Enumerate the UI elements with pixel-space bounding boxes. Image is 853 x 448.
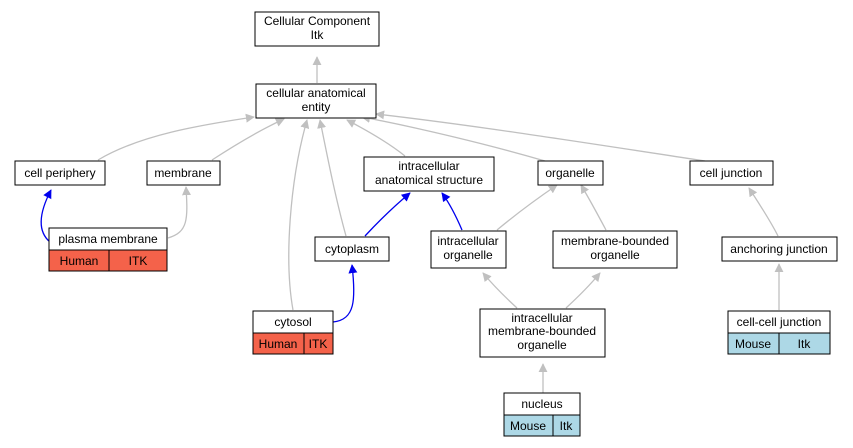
node-nucleus-label: nucleus [521,397,562,411]
node-organelle-label: organelle [545,166,595,180]
edge-cytosol-cytoplasm [332,264,358,323]
node-intracellular-membrane-bounded-organelle[interactable]: intracellular membrane-bounded organelle [479,308,606,358]
node-mbo-label-1: membrane-bounded [561,234,669,248]
node-plasma-membrane[interactable]: plasma membrane [48,227,168,251]
tag-cytosol-human-label: Human [259,337,298,351]
tag-cytosol-human: Human [252,332,305,355]
edge-plasma-periphery [40,189,52,243]
node-cell-periphery[interactable]: cell periphery [14,160,106,186]
tag-cell-cell-junction-gene-label: Itk [798,337,812,351]
edge-periphery-cae [97,113,255,161]
node-imbo-label-3: organelle [517,338,567,352]
node-membrane-bounded-organelle[interactable]: membrane-bounded organelle [552,230,678,269]
node-anchoring-junction[interactable]: anchoring junction [721,236,838,262]
tag-plasma-membrane-human: Human [48,249,110,272]
edge-mbo-organelle [580,184,607,231]
node-cae-label-2: entity [302,100,331,114]
node-imbo-label-1: intracellular [511,311,572,325]
node-cellular-anatomical-entity[interactable]: cellular anatomical entity [255,83,377,119]
tag-nucleus-mouse: Mouse [503,414,554,437]
node-organelle[interactable]: organelle [537,160,604,186]
edge-ias-cae [346,119,406,157]
tag-cytosol-gene: ITK [303,332,334,355]
node-imbo-label-2: membrane-bounded [488,324,596,338]
edge-plasma-membrane [167,186,191,239]
edge-junction-cae [375,110,706,162]
node-anchoring-junction-label: anchoring junction [730,242,827,256]
node-mbo-label-2: organelle [590,248,640,262]
edge-cytosol-cae [288,119,310,311]
edge-io-organelle [496,184,558,231]
node-cellular-component[interactable]: Cellular Component Itk [254,11,380,47]
tag-nucleus-gene-label: Itk [560,419,574,433]
tag-plasma-membrane-gene: ITK [108,249,168,272]
tag-nucleus-mouse-label: Mouse [510,419,546,433]
edge-imbo-mbo [565,272,601,309]
tag-cell-cell-junction-mouse-label: Mouse [735,337,771,351]
node-cytoplasm-label: cytoplasm [325,242,379,256]
tag-cytosol-gene-label: ITK [309,337,328,351]
node-membrane-label: membrane [154,166,212,180]
node-membrane[interactable]: membrane [146,160,221,186]
tag-cell-cell-junction-gene: Itk [778,332,831,355]
node-cellular-component-label-2: Itk [311,28,325,42]
tag-plasma-membrane-human-label: Human [60,254,99,268]
node-intracellular-organelle[interactable]: intracellular organelle [430,230,507,269]
node-cell-cell-junction-label: cell-cell junction [737,315,822,329]
edge-cytoplasm-cae [317,119,347,237]
edge-organelle-cae [361,114,546,162]
node-intracellular-anatomical-structure[interactable]: intracellular anatomical structure [363,156,495,192]
node-cell-periphery-label: cell periphery [24,166,95,180]
node-cytosol-label: cytosol [274,315,311,329]
node-plasma-membrane-label: plasma membrane [58,232,158,246]
node-cytosol[interactable]: cytosol [252,310,334,334]
edge-imbo-io [482,272,518,309]
tag-nucleus-gene: Itk [552,414,581,437]
node-nucleus[interactable]: nucleus [503,392,581,416]
tag-cell-cell-junction-mouse: Mouse [727,332,780,355]
node-io-label-2: organelle [443,248,493,262]
node-cell-junction-label: cell junction [700,166,763,180]
edge-membrane-cae [211,118,285,161]
edge-anchoring-junction [748,187,779,237]
node-ias-label-2: anatomical structure [375,173,483,187]
edge-cytoplasm-ias [364,192,411,237]
node-cell-cell-junction[interactable]: cell-cell junction [727,310,831,334]
node-cae-label-1: cellular anatomical [266,86,365,100]
edge-io-ias [441,192,463,231]
node-cellular-component-label-1: Cellular Component [264,14,371,28]
node-cytoplasm[interactable]: cytoplasm [314,236,390,262]
node-cell-junction[interactable]: cell junction [689,160,774,186]
node-ias-label-1: intracellular [398,159,459,173]
node-io-label-1: intracellular [437,234,498,248]
tag-plasma-membrane-gene-label: ITK [129,254,148,268]
